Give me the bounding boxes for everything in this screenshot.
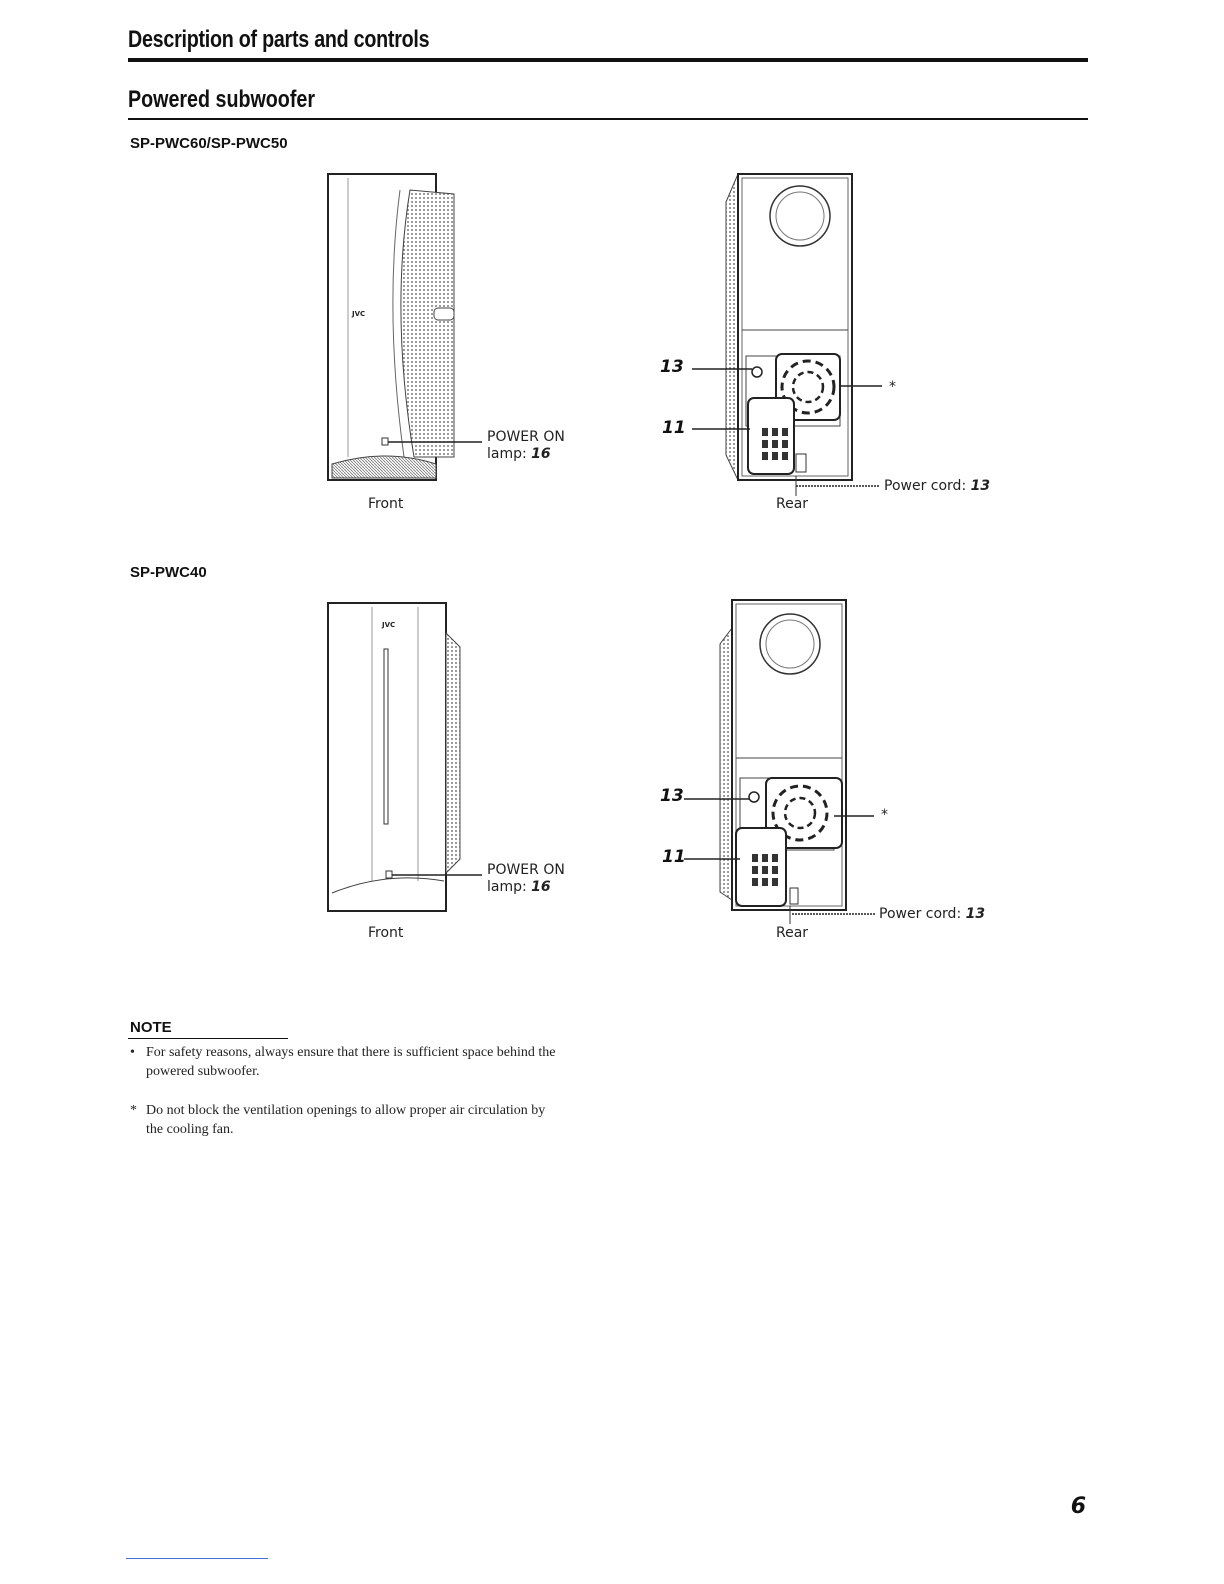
note-bullet-text: For safety reasons, always ensure that t…: [146, 1045, 556, 1079]
power-cord-callout-1: Power cord: 13: [884, 478, 991, 494]
rear-view-illustration-2: [684, 599, 876, 924]
brand-logo-1: JVC: [351, 310, 365, 318]
rear-caption-2: Rear: [776, 925, 809, 941]
fan-asterisk-1: *: [889, 379, 896, 395]
front-view-illustration-2: JVC: [327, 602, 482, 912]
power-on-lamp-callout-1: POWER ON lamp: 16: [487, 429, 565, 462]
callout-ref-11-2: 11: [662, 847, 686, 867]
section-rule: [128, 58, 1088, 62]
power-cord-callout-2: Power cord: 13: [879, 906, 986, 922]
note-rule: [128, 1038, 288, 1039]
rear-view-illustration-1: [692, 173, 882, 496]
rear-caption-1: Rear: [776, 496, 809, 512]
footer-link-line: [126, 1558, 268, 1559]
note-asterisk-marker: *: [130, 1103, 137, 1118]
note-asterisk-text: Do not block the ventilation openings to…: [146, 1103, 546, 1137]
page-number: 6: [1070, 1494, 1086, 1519]
callout-ref-13-1: 13: [660, 357, 684, 377]
model-name-1: SP-PWC60/SP-PWC50: [130, 135, 288, 152]
section-title: Description of parts and controls: [128, 26, 430, 53]
callout-ref-13-2: 13: [660, 786, 684, 806]
power-on-lamp-callout-2: POWER ON lamp: 16: [487, 862, 565, 895]
note-heading: NOTE: [130, 1019, 172, 1036]
callout-ref-11-1: 11: [662, 418, 686, 438]
brand-logo-2: JVC: [381, 621, 395, 629]
subsection-title: Powered subwoofer: [128, 86, 315, 113]
front-caption-2: Front: [368, 925, 404, 941]
subsection-rule: [128, 118, 1088, 120]
front-view-illustration-1: JVC: [327, 173, 482, 481]
fan-asterisk-2: *: [881, 807, 888, 823]
model-name-2: SP-PWC40: [130, 564, 207, 581]
front-caption-1: Front: [368, 496, 404, 512]
note-bullet-marker: •: [130, 1045, 135, 1060]
